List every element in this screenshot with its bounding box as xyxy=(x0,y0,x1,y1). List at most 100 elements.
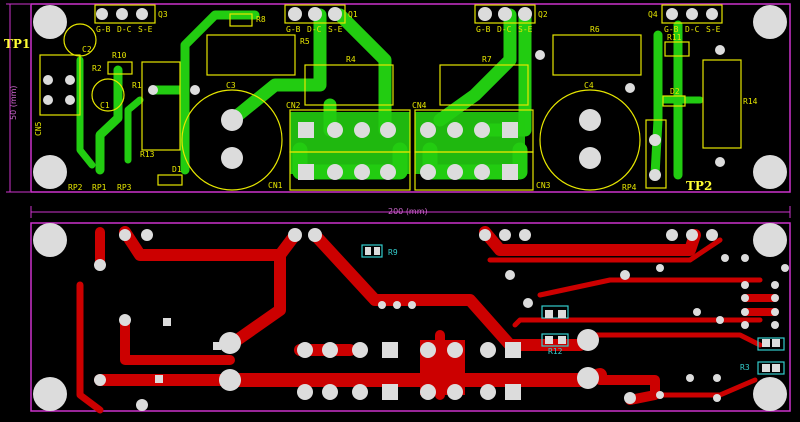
pad xyxy=(374,247,380,255)
pad xyxy=(308,228,322,242)
pad xyxy=(322,342,338,358)
trace xyxy=(479,226,701,256)
label-cn4: CN4 xyxy=(412,101,427,110)
pad xyxy=(420,384,436,400)
mounting-hole-top-right xyxy=(753,5,787,39)
label-r6: R6 xyxy=(590,25,600,34)
trace xyxy=(333,8,392,137)
r6-pad xyxy=(625,83,635,93)
cn4-pad xyxy=(447,122,463,138)
label-r8: R8 xyxy=(256,15,266,24)
width-dimension-label: 200 (mm) xyxy=(388,207,428,216)
height-dimension: 50 (mm) xyxy=(6,3,30,193)
r12-outline xyxy=(541,333,569,347)
pad xyxy=(499,229,511,241)
pad xyxy=(656,391,664,399)
pad xyxy=(713,394,721,402)
r13-pad xyxy=(190,85,200,95)
trace xyxy=(433,8,517,127)
pin-label: G-B xyxy=(96,25,111,34)
pad xyxy=(771,321,779,329)
pad xyxy=(741,321,749,329)
test-point-tp2: TP2 xyxy=(686,179,712,193)
pin-label: S-E xyxy=(328,25,343,34)
pad xyxy=(772,364,780,372)
trace xyxy=(124,96,144,164)
pad xyxy=(505,270,515,280)
label-cn2: CN2 xyxy=(286,101,301,110)
r12-outline xyxy=(541,305,569,319)
pin-label: G-B xyxy=(476,25,491,34)
pad xyxy=(656,264,664,272)
pin-label: G-B xyxy=(286,25,301,34)
r13-outline xyxy=(141,61,181,151)
pad xyxy=(716,316,724,324)
c3-pad xyxy=(221,147,243,169)
q1-outline xyxy=(284,4,346,24)
r14-outline xyxy=(702,59,742,149)
pad xyxy=(741,294,749,302)
trace xyxy=(95,65,123,175)
width-dimension: 200 (mm) xyxy=(30,206,791,218)
trace xyxy=(309,229,586,351)
cn5-pad xyxy=(43,95,53,105)
c3-pad xyxy=(221,109,243,131)
pad xyxy=(119,314,131,326)
c1-outline xyxy=(91,78,125,112)
rp4-pad xyxy=(649,169,661,181)
pad xyxy=(297,384,313,400)
r6-outline xyxy=(552,34,642,76)
c4-pad xyxy=(579,147,601,169)
pad xyxy=(94,374,106,386)
pad xyxy=(352,342,368,358)
trace xyxy=(225,8,327,127)
mounting-hole-bottom-layer xyxy=(753,377,787,411)
pad xyxy=(620,270,630,280)
label-cn5: CN5 xyxy=(34,121,43,136)
pad xyxy=(772,339,780,347)
cn2-pad xyxy=(354,122,370,138)
pad xyxy=(713,374,721,382)
cn1-outline xyxy=(289,151,411,191)
pad xyxy=(479,229,491,241)
pad xyxy=(693,308,701,316)
bottom-layer: R9 R12 R3 xyxy=(30,222,791,414)
pad xyxy=(505,342,521,358)
bottom-silkscreen: R9 R12 R3 xyxy=(361,244,785,375)
label-r13: R13 xyxy=(140,150,155,159)
trace xyxy=(595,375,660,405)
trace xyxy=(120,315,235,365)
cn4-pad xyxy=(474,122,490,138)
pad xyxy=(155,375,163,383)
c3-pad-bottom xyxy=(219,369,241,391)
pin-label: D-C xyxy=(307,25,322,34)
q2-pad xyxy=(498,7,512,21)
label-q1: Q1 xyxy=(348,10,358,19)
pad xyxy=(420,342,436,358)
cn4-pad xyxy=(502,122,518,138)
c3-outline xyxy=(181,89,283,191)
pin-label: G-B xyxy=(664,25,679,34)
trace xyxy=(224,249,286,351)
cn3-outline xyxy=(414,151,534,191)
pad xyxy=(519,229,531,241)
top-silk-labels: Q3 Q1 Q2 Q4 G-B D-C S-E G-B D-C S-E G-B … xyxy=(34,10,758,192)
mounting-hole-bottom-left xyxy=(33,155,67,189)
cn2-pad xyxy=(327,122,343,138)
r3-outline xyxy=(757,361,785,375)
label-c4: C4 xyxy=(584,81,594,90)
cn1-pad xyxy=(327,164,343,180)
c4-pad xyxy=(579,109,601,131)
q4-outline xyxy=(661,4,723,24)
r13-pad xyxy=(148,85,158,95)
pad xyxy=(352,384,368,400)
pad xyxy=(706,229,718,241)
trace xyxy=(582,332,763,348)
pad xyxy=(393,301,401,309)
pad xyxy=(771,294,779,302)
pad xyxy=(382,384,398,400)
pad xyxy=(408,301,416,309)
label-r2: R2 xyxy=(92,64,102,73)
pad xyxy=(523,298,533,308)
